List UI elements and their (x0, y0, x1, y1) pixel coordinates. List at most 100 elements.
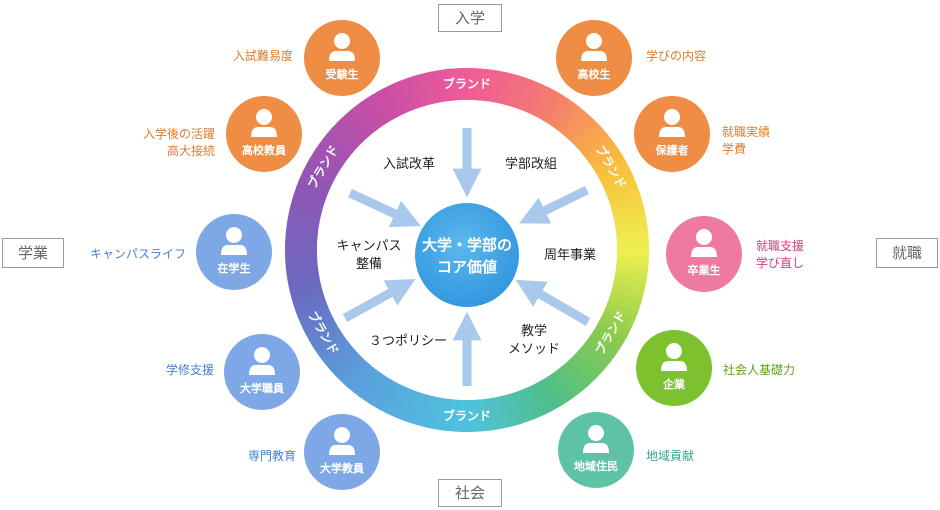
ring-segment (397, 388, 416, 422)
ring-segment (374, 379, 397, 411)
concern-line: 専門教育 (247, 449, 296, 463)
ring-segment (295, 180, 329, 199)
ring-segment (300, 168, 333, 189)
ring-segment (598, 315, 631, 338)
ring-segment (491, 396, 505, 430)
ring-segment (385, 384, 406, 417)
ring-segment (549, 371, 574, 402)
ring-segment (546, 95, 571, 127)
ring-segment (358, 370, 384, 401)
ring-segment (613, 276, 647, 290)
ring-segment (293, 185, 327, 204)
ring-segment (562, 361, 589, 391)
ring-segment (513, 76, 532, 110)
ring-segment (516, 389, 536, 422)
stakeholder-concern-hs-students: 学びの内容 (646, 48, 726, 65)
arrow-lower-left (342, 279, 416, 322)
ring-segment (578, 128, 608, 155)
domain-bottom-label: 社会 (438, 479, 502, 507)
ring-segment (537, 89, 560, 121)
stakeholder-faculty: 大学教員 (304, 414, 380, 490)
ring-segment (295, 299, 328, 319)
ring-segment (580, 342, 611, 369)
ring-segment (526, 384, 547, 418)
ring-segment (365, 94, 389, 126)
ring-segment (322, 341, 353, 367)
core-value-line-1: 大学・学部の (422, 236, 512, 254)
ring-segment (421, 395, 436, 429)
stakeholder-companies: 企業 (636, 330, 712, 406)
ring-segment (594, 153, 626, 177)
ring-segment (593, 325, 625, 349)
ring-segment (604, 175, 637, 196)
ring-segment (601, 311, 634, 332)
concern-line: 就職支援 (756, 239, 805, 253)
ring-segment (566, 357, 594, 387)
ring-segment (350, 105, 376, 136)
arrow-left (348, 188, 422, 227)
ring-segment (297, 304, 330, 325)
ring-segment (286, 216, 320, 230)
concern-line: 入試難易度 (233, 49, 294, 63)
stakeholder-concern-staff: 学修支援 (158, 362, 214, 379)
ring-segment (339, 356, 367, 386)
stakeholder-name: 卒業生 (688, 263, 721, 277)
initiative-three-policies: ３つポリシー (369, 334, 447, 349)
core-value-circle (415, 203, 519, 307)
ring-segment (612, 205, 646, 221)
stakeholder-concern-companies: 社会人基礎力 (723, 362, 803, 379)
ring-segment (574, 123, 604, 151)
ring-segment (315, 332, 346, 357)
stakeholder-name: 受験生 (326, 67, 359, 81)
initiative-entrance-reform: 入試改革 (383, 156, 435, 172)
ring-segment (381, 85, 403, 118)
ring-segment (558, 364, 584, 395)
ring-segment (306, 157, 338, 180)
ring-segment (550, 99, 576, 130)
concern-line: 学費 (722, 142, 747, 156)
ring-segment (606, 181, 639, 201)
ring-segment (584, 338, 615, 364)
ring-segment (523, 81, 543, 114)
stakeholder-concern-guardians: 就職実績学費 (722, 124, 782, 158)
concern-line: 学びの内容 (646, 49, 707, 63)
ring-segment (501, 394, 518, 428)
ring-segment (288, 204, 322, 219)
stakeholder-concern-hs-teachers: 入学後の活躍高大接続 (135, 126, 215, 160)
ring-segment (410, 74, 428, 108)
ring-segment (285, 248, 318, 257)
ring-segment (585, 137, 616, 164)
ring-segment (545, 374, 569, 406)
stakeholder-concern-graduates: 就職支援学び直し (756, 238, 816, 272)
ring-segment (340, 113, 368, 143)
stakeholder-hs-teachers: 高校教員 (226, 96, 302, 172)
ring-segment (610, 286, 644, 302)
ring-segment (493, 70, 507, 104)
ring-segment (360, 98, 385, 129)
ring-segment (531, 382, 553, 415)
concern-line: 地域貢献 (646, 449, 695, 463)
ring-segment (508, 75, 526, 108)
ring-segment (299, 309, 333, 330)
ring-segment (363, 373, 388, 405)
ring-segment (288, 279, 322, 295)
stakeholder-examinees: 受験生 (304, 20, 380, 96)
ring-segment (607, 187, 641, 206)
core-value-line-2: コア価値 (437, 258, 497, 276)
ring-segment (599, 164, 632, 186)
concern-line: 学び直し (756, 256, 805, 270)
stakeholder-name: 地域住民 (574, 459, 618, 473)
ring-segment (607, 296, 641, 315)
ring-segment (573, 350, 603, 378)
ring-segment (326, 345, 356, 372)
ring-segment (353, 367, 379, 398)
stakeholder-graduates: 卒業生 (666, 216, 742, 292)
initiative-teaching-line-2: メソッド (508, 342, 560, 357)
ring-segment (577, 346, 607, 374)
stakeholder-hs-students: 高校生 (556, 20, 632, 96)
initiative-anniversary: 周年事業 (544, 247, 596, 263)
ring-brand-label: ブランド (443, 408, 491, 423)
stakeholder-residents: 地域住民 (558, 412, 634, 488)
ring-segment (422, 71, 438, 105)
ring-segment (336, 117, 364, 146)
